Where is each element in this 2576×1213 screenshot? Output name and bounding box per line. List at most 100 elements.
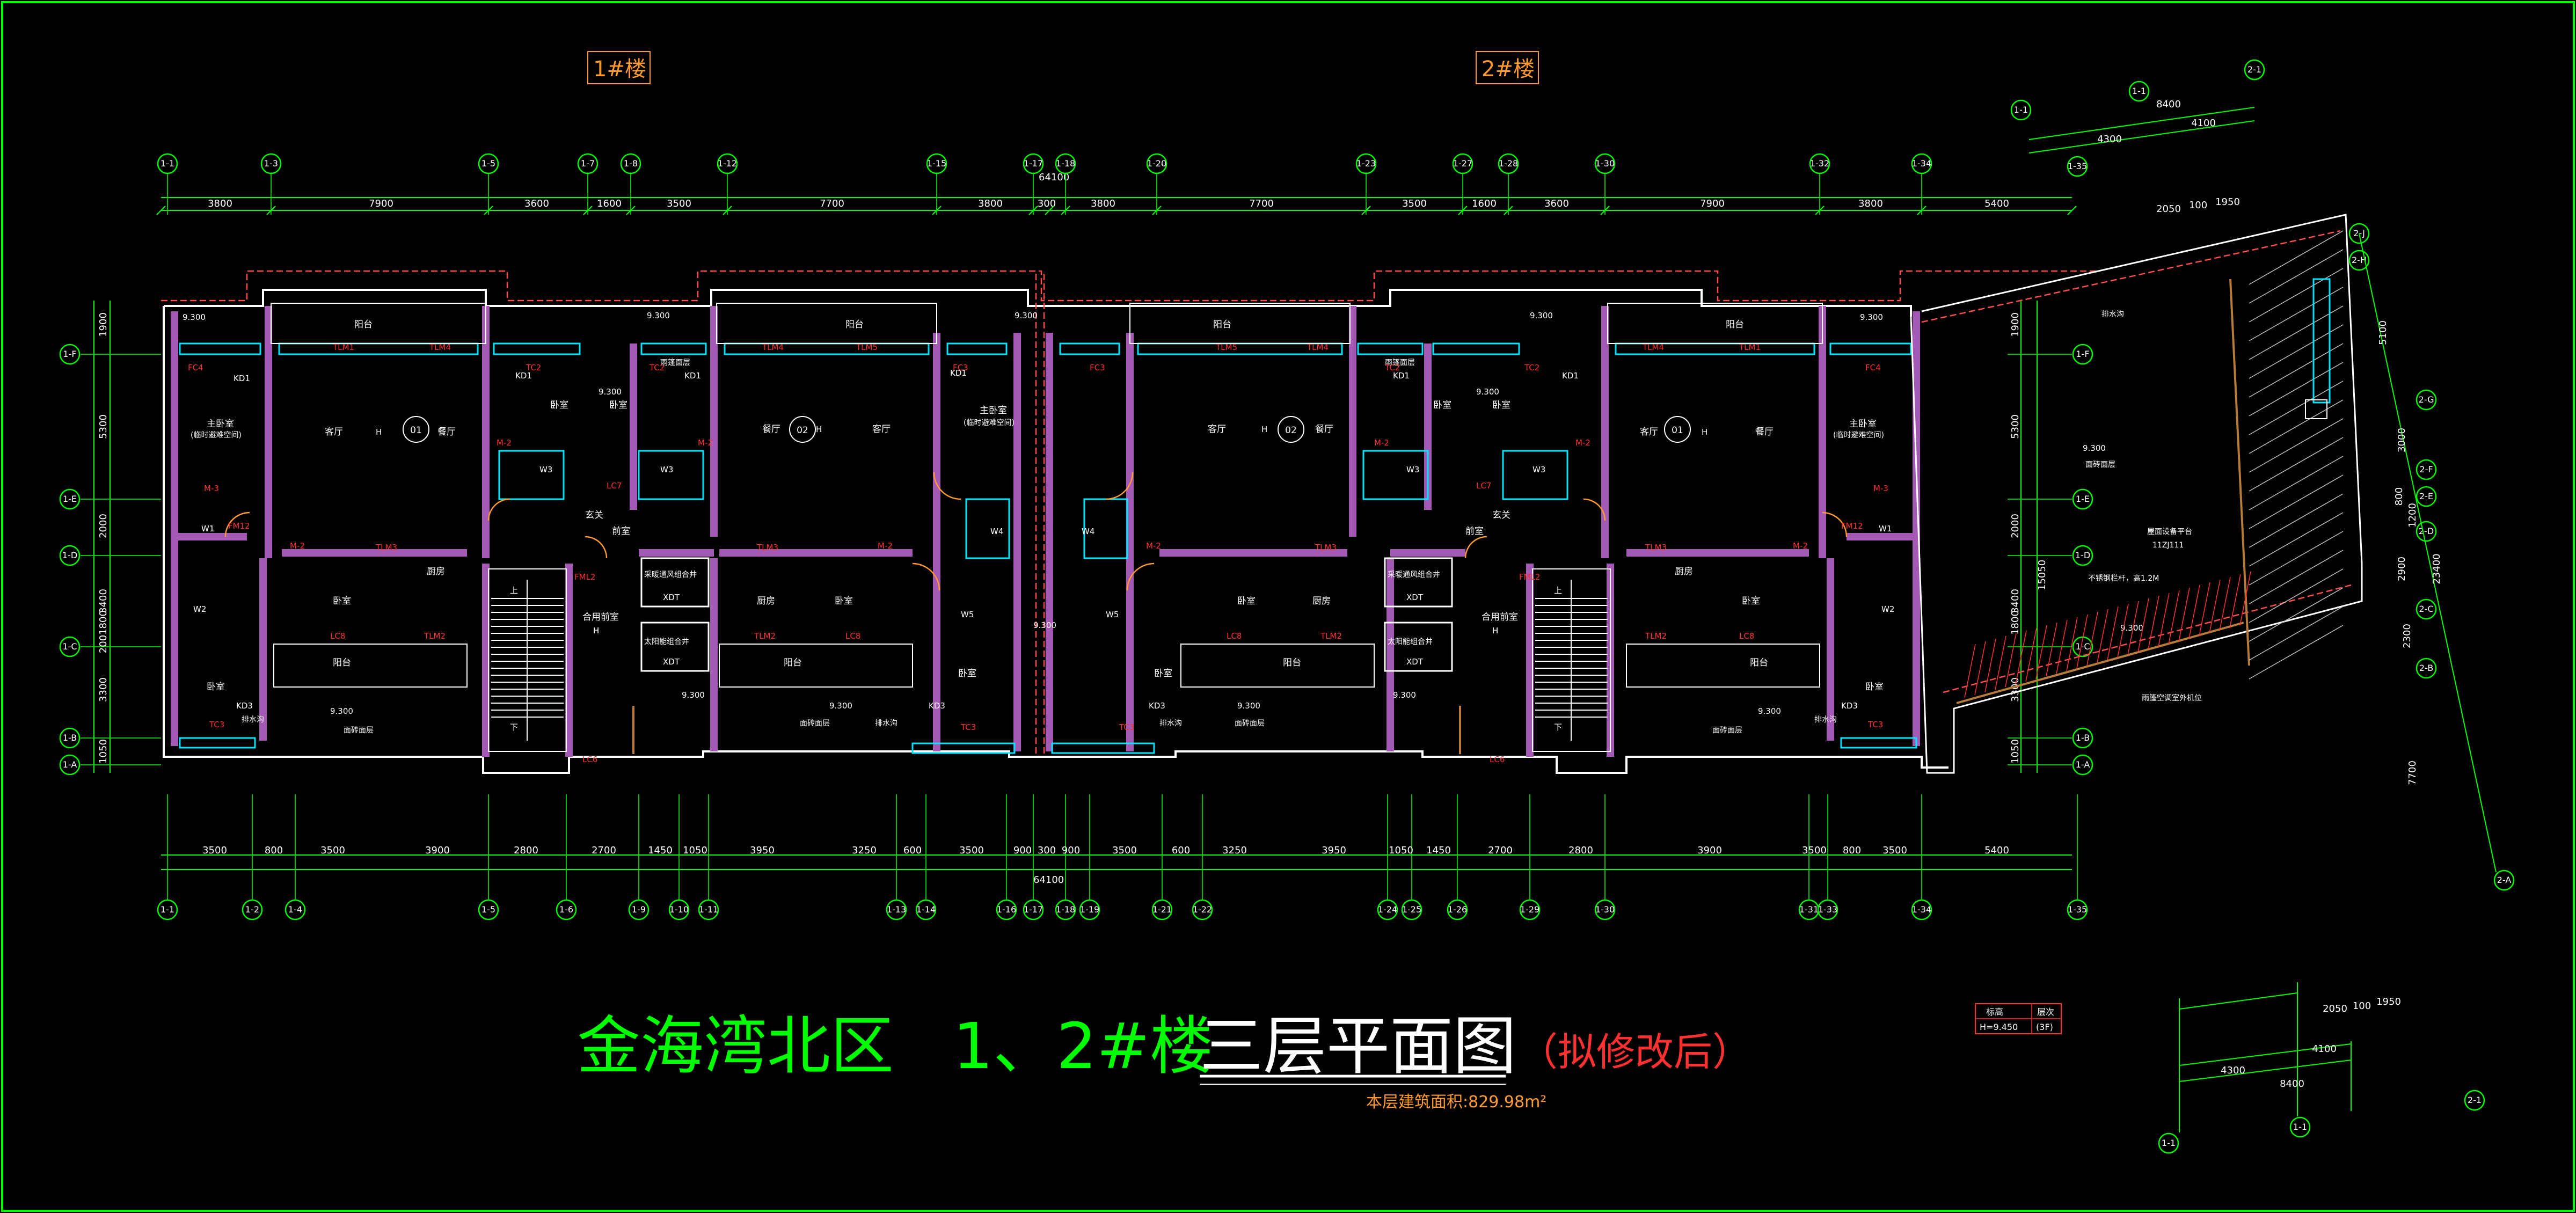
- unit-circle-3: [1664, 416, 1691, 443]
- top-axis-10: 1-23: [1356, 158, 1376, 169]
- svg-text:前室: 前室: [1465, 526, 1484, 537]
- svg-text:卧室: 卧室: [1154, 668, 1172, 679]
- bottom-axis-5-circle: [628, 899, 650, 920]
- top-tick-0: [156, 206, 166, 215]
- right-block-axis-3: 2-G: [2419, 394, 2434, 405]
- svg-text:主卧室: 主卧室: [980, 405, 1007, 416]
- svg-text:TC2: TC2: [526, 363, 541, 372]
- top-axis-15: 1-34: [1912, 158, 1931, 169]
- bottom-axis-24-circle: [2067, 899, 2088, 920]
- bottom-axis-2-circle: [284, 899, 306, 920]
- top-tick-14: [1600, 206, 1610, 215]
- right-block-axis-6: 2-D: [2419, 526, 2434, 536]
- svg-text:面砖面层: 面砖面层: [1712, 726, 1742, 735]
- right-block-axes: 2-12-J2-H2-G2-F2-E2-D2-C2-B2-A1-11-11-35: [2010, 59, 2515, 891]
- right-note-3: 不锈钢栏杆，高1.2M: [2088, 574, 2159, 583]
- right-block-axis-7-circle: [2416, 598, 2437, 620]
- left-axis-4: 1-B: [63, 733, 77, 743]
- bottom-axis-21: 1-31: [1799, 904, 1819, 915]
- svg-text:FM12: FM12: [228, 521, 250, 531]
- top-tick-13: [1504, 206, 1513, 215]
- svg-text:FC4: FC4: [188, 363, 203, 372]
- svg-text:KD1: KD1: [1393, 371, 1410, 381]
- right-dim-3: 3400: [2010, 589, 2021, 613]
- svg-text:面砖面层: 面砖面层: [344, 726, 374, 735]
- legend-axis-2: 1-1: [2293, 1122, 2307, 1132]
- svg-text:卧室: 卧室: [835, 596, 853, 606]
- bottom-axis-23: 1-34: [1912, 904, 1931, 915]
- svg-text:W3: W3: [660, 465, 673, 474]
- left-axis-3: 1-C: [62, 641, 77, 652]
- svg-text:KD1: KD1: [950, 368, 967, 378]
- top-axis-6: 1-15: [927, 158, 946, 169]
- bottom-axis-6: 1-10: [669, 904, 689, 915]
- left-axis-4-circle: [59, 727, 81, 749]
- svg-text:卧室: 卧室: [1433, 400, 1451, 411]
- top-dim-12: 3600: [1544, 198, 1569, 209]
- top-tick-16: [1917, 206, 1926, 215]
- right-block-dim-0: 8400: [2156, 99, 2181, 110]
- right-axis-2: 1-D: [2075, 550, 2090, 560]
- left-dim-7: 1050: [98, 739, 109, 764]
- bottom-axis-4-circle: [556, 899, 577, 920]
- svg-text:M-2: M-2: [1146, 541, 1161, 551]
- bottom-axis-20: 1-30: [1595, 904, 1615, 915]
- svg-text:LC8: LC8: [1739, 631, 1754, 641]
- svg-text:W2: W2: [1881, 604, 1894, 614]
- bottom-axis-22-circle: [1817, 899, 1838, 920]
- svg-text:M-2: M-2: [878, 541, 893, 551]
- bottom-dim-21: 2700: [1488, 845, 1513, 856]
- bottom-axis-2: 1-4: [288, 904, 302, 915]
- bottom-axis-23-circle: [1911, 899, 1932, 920]
- svg-text:9.300: 9.300: [183, 312, 206, 322]
- bottom-axis-8: 1-13: [887, 904, 906, 915]
- bottom-dim-0: 3500: [202, 845, 227, 856]
- top-tick-9: [1061, 206, 1070, 215]
- svg-text:LC6: LC6: [1490, 755, 1505, 764]
- top-dim-10: 3500: [1402, 198, 1427, 209]
- right-block-axis-extra-1-circle: [2010, 99, 2032, 121]
- legend-block: [2179, 982, 2352, 1132]
- top-tick-12: [1458, 206, 1468, 215]
- top-axis-3: 1-7: [581, 158, 595, 169]
- right-axis-bubbles: 1-F1-E1-D1-C1-B1-A: [2008, 344, 2093, 776]
- bottom-axis-18: 1-26: [1448, 904, 1467, 915]
- top-dim-1: 7900: [369, 198, 393, 209]
- building-label-1: 1#楼: [587, 51, 651, 84]
- top-axis-9: 1-20: [1147, 158, 1166, 169]
- legend-axis-1: 1-1: [2162, 1138, 2176, 1148]
- svg-text:LC8: LC8: [1227, 631, 1242, 641]
- stair-down-right: 下: [1554, 722, 1562, 732]
- svg-text:9.300: 9.300: [682, 690, 705, 700]
- unit-circle-1: [789, 416, 816, 443]
- bottom-axis-24: 1-35: [2068, 904, 2087, 915]
- top-axis-1-circle: [260, 153, 282, 174]
- svg-text:阳台: 阳台: [784, 657, 802, 668]
- svg-text:H: H: [593, 626, 599, 635]
- svg-text:9.300: 9.300: [829, 701, 852, 711]
- svg-text:LC8: LC8: [330, 631, 345, 641]
- svg-text:卧室: 卧室: [1865, 682, 1884, 692]
- right-dim-4: 1800: [2010, 610, 2021, 635]
- svg-text:M-2: M-2: [1793, 541, 1808, 551]
- top-tick-5: [723, 206, 732, 215]
- legend-dim-0: 2050: [2323, 1003, 2347, 1014]
- svg-text:TC3: TC3: [960, 722, 976, 732]
- right-axis-4: 1-B: [2076, 733, 2090, 743]
- right-block-dim-4: 100: [2189, 200, 2207, 211]
- bottom-axis-16: 1-24: [1378, 904, 1397, 915]
- right-block-axis-5-circle: [2416, 486, 2437, 507]
- svg-text:阳台: 阳台: [333, 657, 351, 668]
- balconies: [271, 303, 1823, 688]
- svg-text:TLM2: TLM2: [424, 631, 446, 641]
- svg-text:卧室: 卧室: [958, 668, 976, 679]
- svg-text:FML2: FML2: [1519, 572, 1540, 582]
- bottom-dim-5: 2700: [592, 845, 616, 856]
- svg-text:TLM2: TLM2: [1645, 631, 1667, 641]
- bottom-axis-15-circle: [1192, 899, 1213, 920]
- svg-text:餐厅: 餐厅: [437, 427, 456, 437]
- top-axis-2: 1-5: [481, 158, 495, 169]
- unit-label-0: 01: [410, 425, 422, 436]
